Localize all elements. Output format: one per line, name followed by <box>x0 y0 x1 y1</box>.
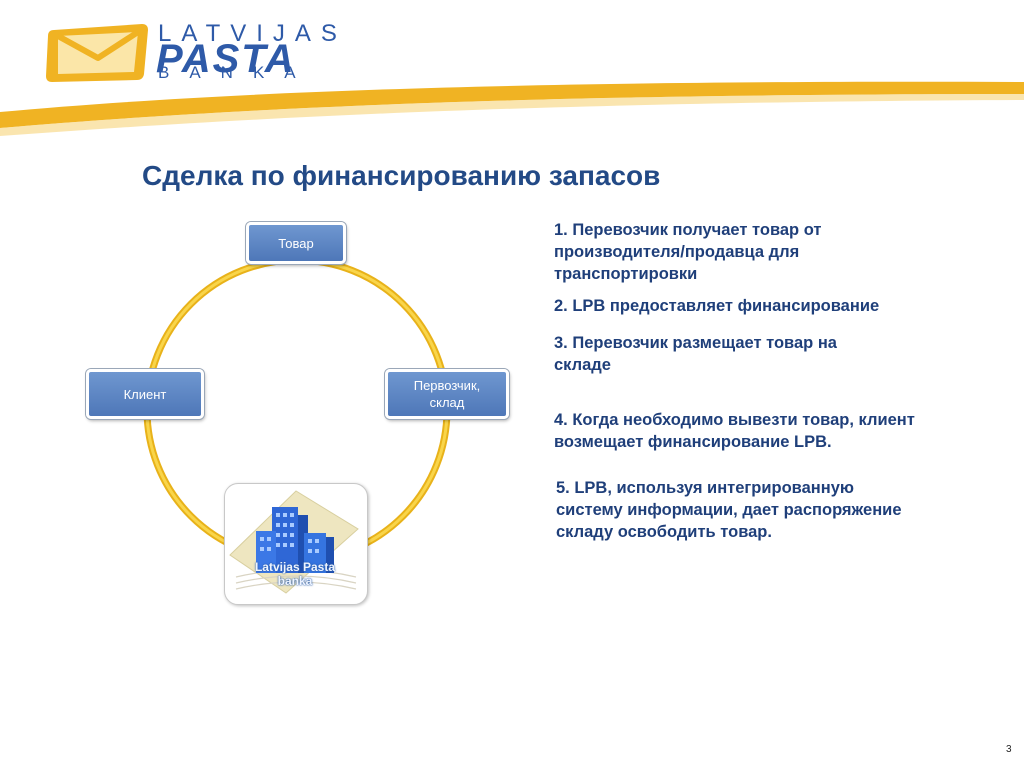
bank-building-icon <box>229 490 359 594</box>
step-3: 3. Перевозчик размещает товар на складе <box>554 334 837 374</box>
step-4: 4. Когда необходимо вывезти товар, клиен… <box>554 411 915 451</box>
slide-title: Сделка по финансированию запасов <box>142 160 661 191</box>
page-number: 3 <box>1006 744 1012 755</box>
logo-banka: BANKA <box>158 63 316 82</box>
node-carrier-warehouse: Первозчик, склад <box>385 369 509 419</box>
header-swoosh <box>0 81 1024 136</box>
bank-label: Latvijas Pasta banka <box>254 560 336 588</box>
step-1: 1. Перевозчик получает товар от производ… <box>554 221 822 283</box>
node-goods: Товар <box>246 222 346 264</box>
step-2: 2. LPB предоставляет финансирование <box>554 297 880 315</box>
step-5: 5. LPB, используя интегрированную систем… <box>556 479 902 541</box>
logo-latvijas: LATVIJAS <box>158 20 347 47</box>
logo-pasta: PASTA <box>156 37 296 81</box>
envelope-logo-icon <box>46 24 148 82</box>
node-client: Клиент <box>86 369 204 419</box>
